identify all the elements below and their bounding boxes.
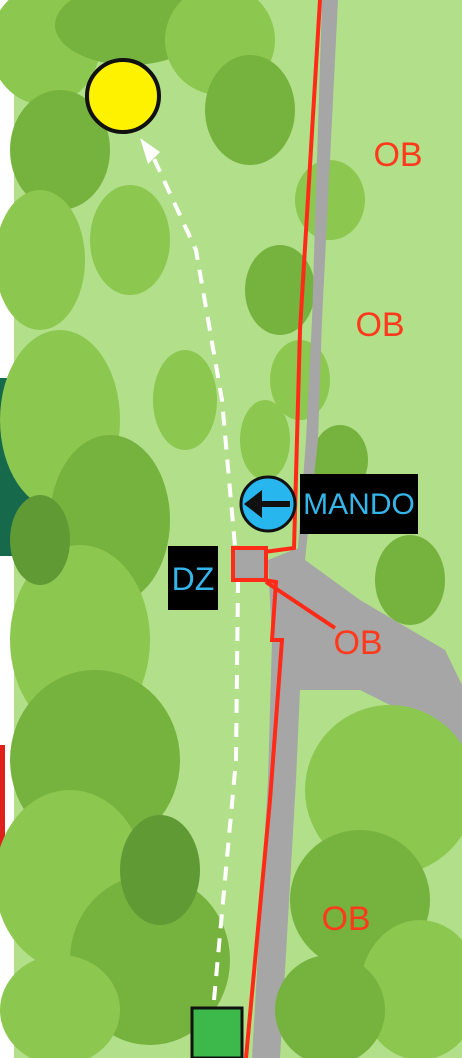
drop-zone-square-icon [231, 546, 268, 582]
red-edge-marker [0, 745, 5, 895]
ob-label-4: OB [321, 900, 370, 938]
ob-label-1: OB [373, 136, 422, 174]
basket-circle-icon [85, 58, 161, 134]
dz-label: DZ [172, 561, 215, 597]
ob-label-3: OB [333, 624, 382, 662]
ob-line [244, 0, 322, 1058]
left-woods [0, 0, 295, 1058]
gravel-path [252, 0, 462, 1058]
ob-pointer-line [264, 580, 337, 630]
lower-right-woods [275, 705, 462, 1058]
flight-path-arrowhead [140, 138, 160, 164]
mando-label: MANDO [303, 488, 415, 521]
dz-label-bg [168, 546, 218, 610]
mando-label-bg [300, 474, 418, 534]
ob-label-2: OB [355, 306, 404, 344]
arrow-left-icon [244, 490, 290, 518]
flight-path-line [148, 149, 241, 1001]
tee-pad-icon [190, 1006, 244, 1058]
